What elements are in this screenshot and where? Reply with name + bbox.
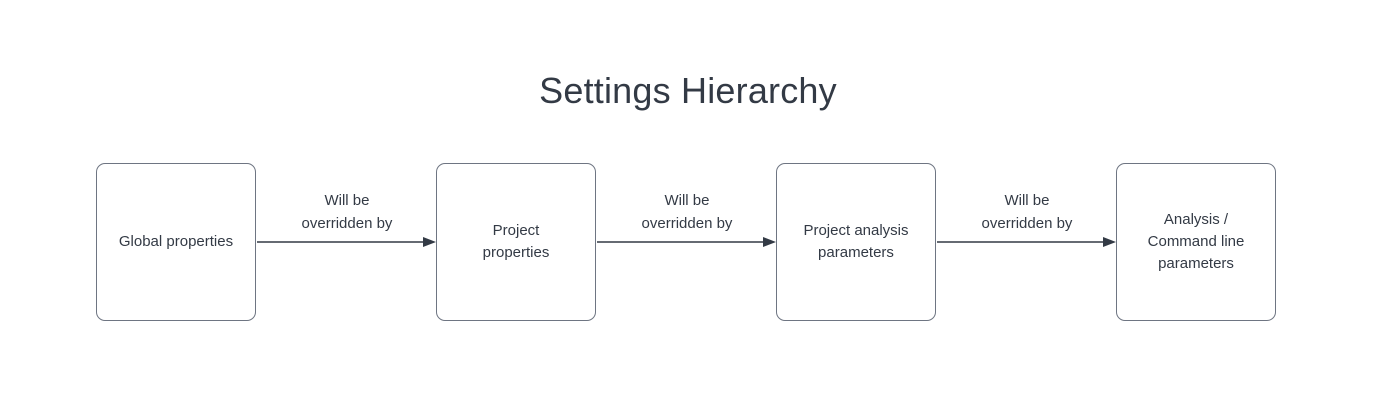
edge-label: Will be overridden by (641, 192, 733, 232)
node-label: Analysis / Command line parameters (1147, 211, 1245, 272)
node-label: Project analysis parameters (803, 222, 909, 261)
page-title: Settings Hierarchy (539, 70, 837, 111)
node-global-properties[interactable]: Global properties (96, 163, 256, 321)
edge-label: Will be overridden by (981, 192, 1073, 232)
arrow-icon (937, 237, 1116, 247)
node-label: Global properties (118, 233, 234, 250)
node-label: Project properties (482, 222, 550, 261)
edge-analysis-to-command: Will be overridden by (937, 163, 1117, 321)
node-project-analysis-parameters[interactable]: Project analysis parameters (776, 163, 936, 321)
arrow-icon (257, 237, 436, 247)
node-analysis-command-line-parameters[interactable]: Analysis / Command line parameters (1116, 163, 1276, 321)
edge-global-to-project: Will be overridden by (257, 163, 437, 321)
arrow-icon (597, 237, 776, 247)
edge-label: Will be overridden by (301, 192, 393, 232)
node-project-properties[interactable]: Project properties (436, 163, 596, 321)
edge-project-to-analysis: Will be overridden by (597, 163, 777, 321)
